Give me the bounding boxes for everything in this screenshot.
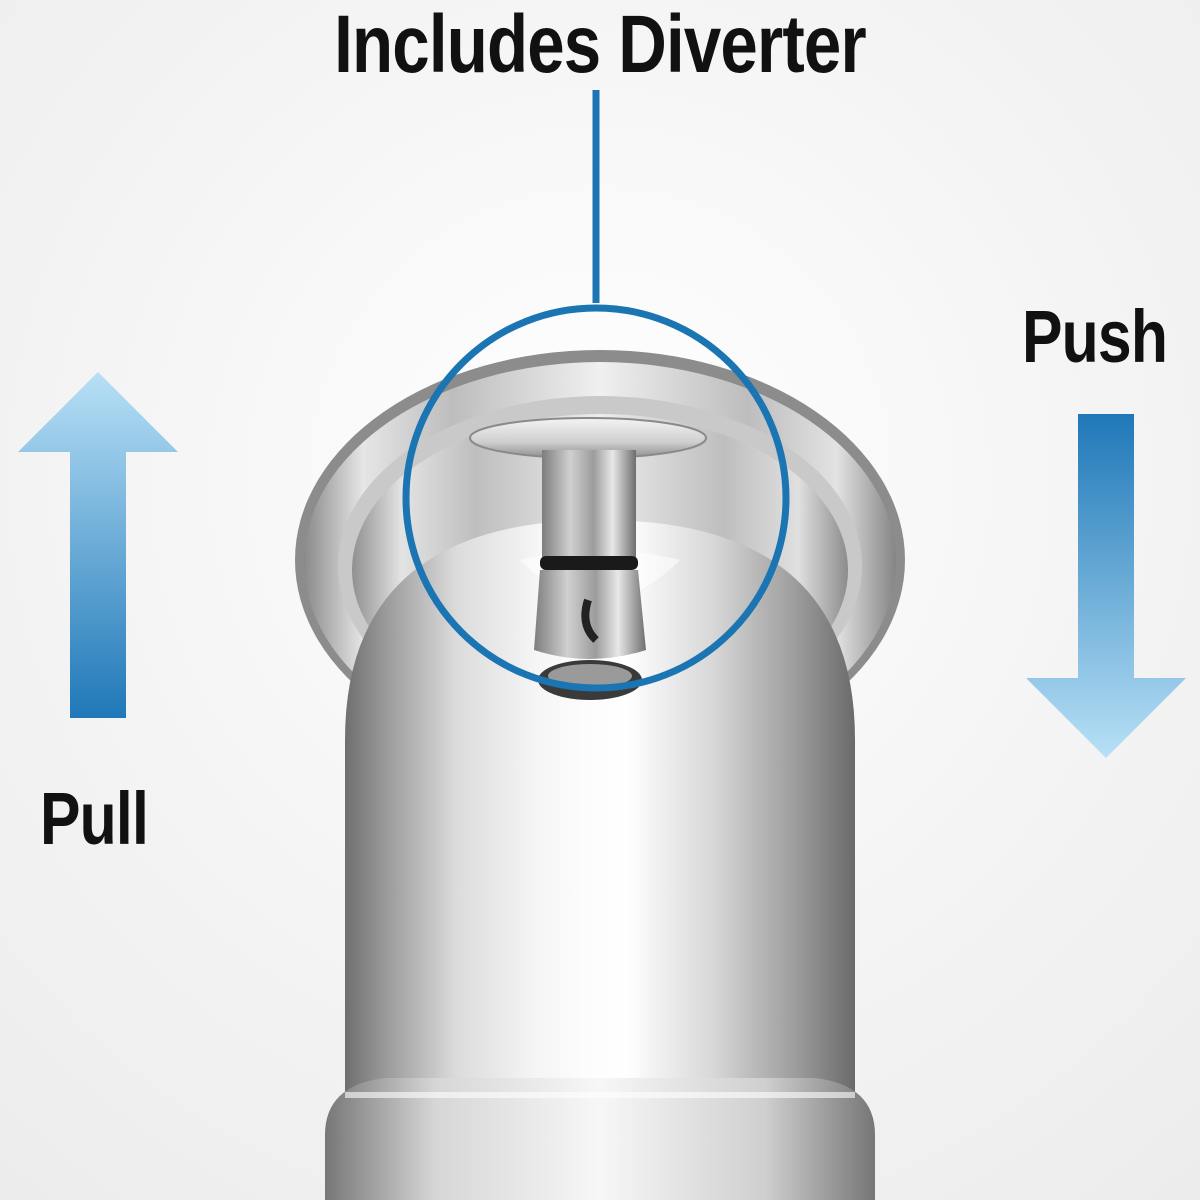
spout-body <box>345 520 855 1150</box>
pull-label: Pull <box>40 777 149 860</box>
callout-title: Includes Diverter <box>334 0 866 90</box>
push-arrow-icon <box>1026 414 1186 758</box>
push-label: Push <box>1022 295 1168 378</box>
diverter-callout <box>402 90 790 692</box>
diverter-knob <box>469 417 707 700</box>
pull-arrow-icon <box>18 372 178 718</box>
spout-outlet-lip <box>325 1078 875 1200</box>
callout-ring <box>402 304 790 692</box>
